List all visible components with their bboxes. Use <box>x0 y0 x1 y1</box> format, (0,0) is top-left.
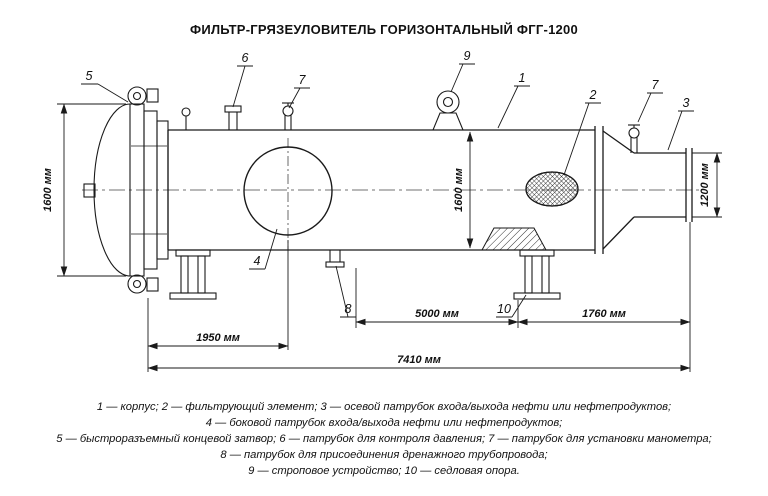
callout-6: 6 <box>242 51 249 65</box>
callout-7-left: 7 <box>299 73 307 87</box>
manometer-nozzle-right <box>628 124 640 153</box>
dim-shell-height: 1600 мм <box>453 168 465 212</box>
centerlines <box>82 138 700 250</box>
legend-line-2: 4 — боковой патрубок входа/выхода нефти … <box>205 417 563 429</box>
legend-line-4: 8 — патрубок для присоединения дренажног… <box>220 449 548 461</box>
saddle-support-left <box>169 249 217 300</box>
drain-nozzle <box>325 250 345 268</box>
manometer-nozzle-left <box>282 102 294 130</box>
saddle-cradle-section <box>481 227 547 251</box>
callout-4: 4 <box>254 254 261 268</box>
legend: 1 — корпус; 2 — фильтрующий элемент; 3 —… <box>0 399 768 479</box>
dim-overall-length: 7410 мм <box>397 354 441 366</box>
callout-9: 9 <box>464 49 471 63</box>
filter-element <box>525 171 579 207</box>
callout-1: 1 <box>519 71 526 85</box>
side-nozzle-circle <box>243 146 333 236</box>
callout-7-right: 7 <box>652 78 660 92</box>
legend-line-1: 1 — корпус; 2 — фильтрующий элемент; 3 —… <box>96 401 672 413</box>
dim-shell-length: 5000 мм <box>415 308 459 320</box>
callout-3: 3 <box>683 96 690 110</box>
dimension-lines <box>57 103 722 372</box>
pressure-control-nozzle <box>224 105 242 130</box>
quick-opening-closure <box>83 86 191 294</box>
drawing-title: ФИЛЬТР-ГРЯЗЕУЛОВИТЕЛЬ ГОРИЗОНТАЛЬНЫЙ ФГГ… <box>190 22 578 37</box>
callout-5: 5 <box>86 69 93 83</box>
dim-left-section-length: 1950 мм <box>196 332 240 344</box>
callout-8: 8 <box>345 302 352 316</box>
saddle-support-right <box>513 249 561 300</box>
legend-line-5: 9 — строповое устройство; 10 — седловая … <box>248 465 520 477</box>
dim-left-height: 1600 мм <box>42 168 54 212</box>
callout-2: 2 <box>589 88 597 102</box>
dim-nozzle-height: 1200 мм <box>699 163 711 207</box>
callout-leaders <box>81 63 694 318</box>
dim-right-section-length: 1760 мм <box>582 308 626 320</box>
lifting-lug <box>432 90 464 131</box>
legend-line-3: 5 — быстроразъемный концевой затвор; 6 —… <box>56 433 712 445</box>
callout-10: 10 <box>497 302 511 316</box>
